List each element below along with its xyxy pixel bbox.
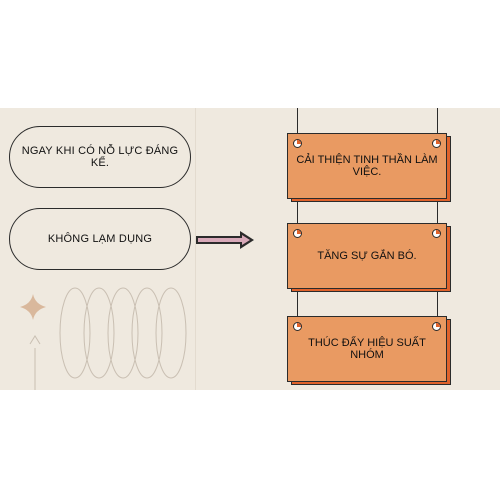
right-arrow-icon: [196, 231, 254, 249]
pin-icon: [432, 229, 441, 238]
pin-icon: [293, 229, 302, 238]
sign-label: TĂNG SỰ GẮN BÓ.: [317, 250, 417, 262]
decorations: [20, 231, 254, 390]
benefit-sign-engagement: TĂNG SỰ GẮN BÓ.: [287, 223, 451, 292]
panel-divider: [195, 108, 196, 390]
sign-face: TĂNG SỰ GẮN BÓ.: [287, 223, 447, 289]
hanging-string: [437, 108, 438, 138]
sign-label: CẢI THIỆN TINH THẦN LÀM VIỆC.: [296, 154, 438, 178]
benefit-sign-morale: CẢI THIỆN TINH THẦN LÀM VIỆC.: [287, 133, 451, 202]
sign-face: CẢI THIỆN TINH THẦN LÀM VIỆC.: [287, 133, 447, 199]
condition-pill-no-overuse: KHÔNG LẠM DỤNG: [9, 208, 191, 270]
hanging-string: [297, 289, 298, 319]
benefit-sign-performance: THÚC ĐẨY HIỆU SUẤT NHÓM: [287, 316, 451, 385]
sign-label: THÚC ĐẨY HIỆU SUẤT NHÓM: [308, 337, 426, 361]
sign-face: THÚC ĐẨY HIỆU SUẤT NHÓM: [287, 316, 447, 382]
pin-icon: [293, 322, 302, 331]
content-panel: NGAY KHI CÓ NỖ LỰC ĐÁNG KỂ. KHÔNG LẠM DỤ…: [0, 108, 500, 390]
pin-icon: [432, 322, 441, 331]
hanging-string: [437, 289, 438, 319]
sparkle-star-icon: [20, 294, 46, 320]
pin-icon: [293, 139, 302, 148]
hanging-string: [297, 108, 298, 138]
spiral-doodle-icon: [29, 287, 187, 390]
condition-pill-significant-effort: NGAY KHI CÓ NỖ LỰC ĐÁNG KỂ.: [9, 126, 191, 188]
pin-icon: [432, 139, 441, 148]
hanging-string: [437, 199, 438, 227]
condition-pill-label: NGAY KHI CÓ NỖ LỰC ĐÁNG KỂ.: [21, 145, 179, 169]
condition-pill-label: KHÔNG LẠM DỤNG: [47, 233, 153, 245]
hanging-string: [297, 199, 298, 227]
